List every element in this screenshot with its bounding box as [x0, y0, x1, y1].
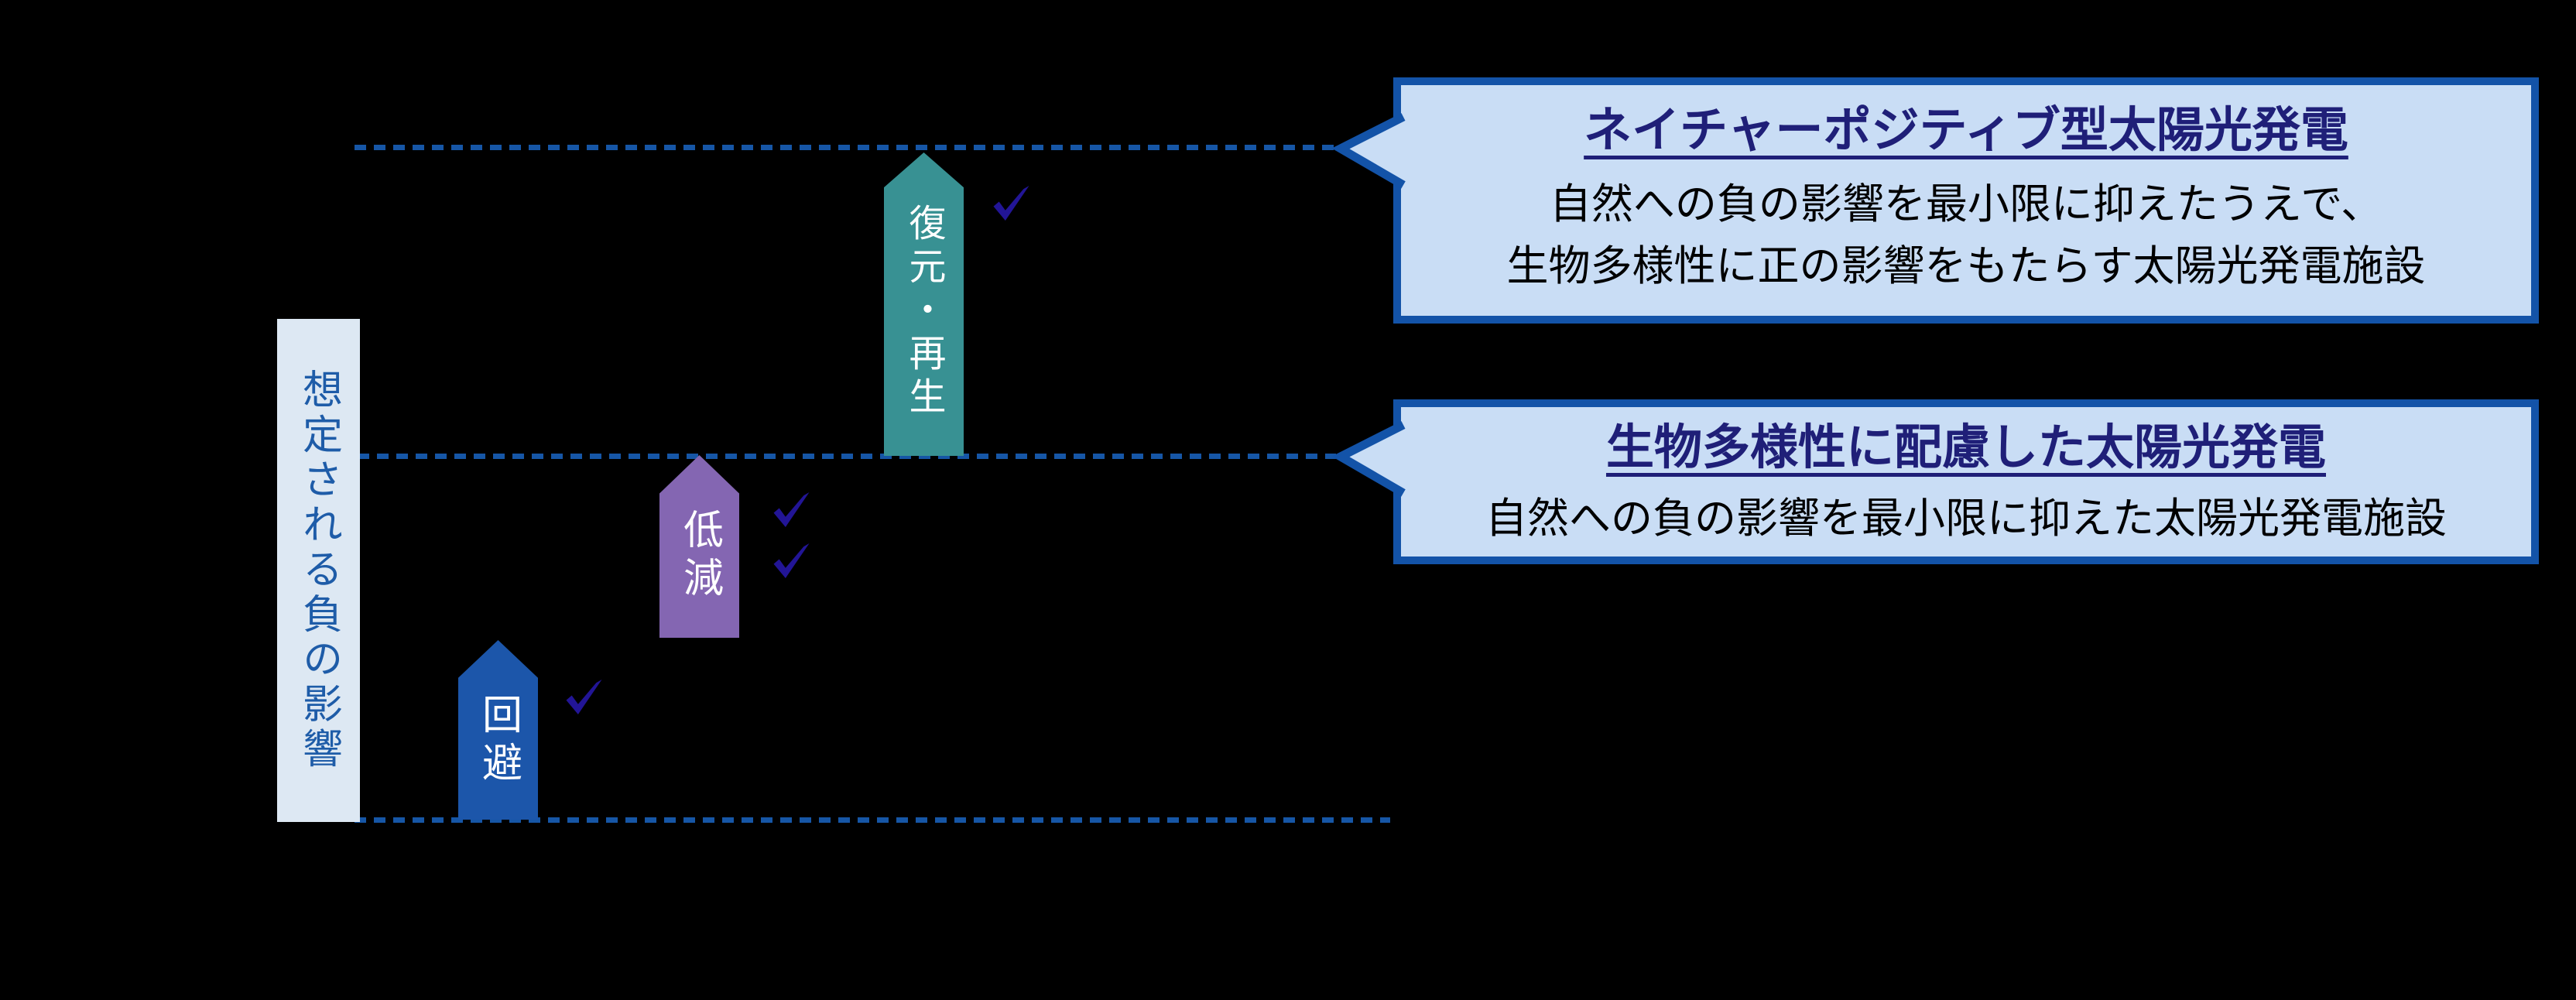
callout-biodiversity-title: 生物多様性に配慮した太陽光発電 [1605, 419, 2326, 475]
step-arrow-restore-label: 復元・再生 [902, 204, 946, 420]
callout-nature-positive-body: 自然への負の影響を最小限に抑えたうえで、 生物多様性に正の影響をもたらす太陽光発… [1401, 173, 2531, 297]
step-arrow-avoid: 回避 [458, 640, 538, 820]
step-arrow-reduce-label: 低減 [676, 509, 723, 604]
dashed-line-bottom [355, 817, 1390, 823]
callout-biodiversity-body-line1: 自然への負の影響を最小限に抑えた太陽光発電施設 [1485, 493, 2447, 543]
step-arrow-restore: 復元・再生 [884, 152, 964, 456]
callout-biodiversity-body: 自然への負の影響を最小限に抑えた太陽光発電施設 [1401, 488, 2531, 550]
checkmark-icon [773, 543, 810, 578]
callout-biodiversity: 生物多様性に配慮した太陽光発電 自然への負の影響を最小限に抑えた太陽光発電施設 [1393, 399, 2539, 564]
checkmark-icon [566, 680, 602, 714]
callout-nature-positive-title: ネイチャーポジティブ型太陽光発電 [1584, 101, 2348, 158]
callout-nature-positive-tail [1331, 113, 1406, 189]
callout-biodiversity-tail [1331, 421, 1406, 497]
impact-axis-label-box: 想定される負の影響 [277, 319, 360, 822]
step-arrow-avoid-label: 回避 [474, 693, 522, 789]
checkmark-icon [773, 492, 810, 527]
callout-nature-positive-body-line1: 自然への負の影響を最小限に抑えたうえで、 [1549, 179, 2383, 228]
callout-nature-positive: ネイチャーポジティブ型太陽光発電 自然への負の影響を最小限に抑えたうえで、 生物… [1393, 77, 2539, 324]
dashed-line-middle [358, 454, 1336, 459]
dashed-line-top [355, 145, 1336, 150]
impact-axis-label: 想定される負の影響 [295, 368, 342, 772]
step-arrow-reduce: 低減 [659, 455, 739, 638]
callout-nature-positive-body-line2: 生物多様性に正の影響をもたらす太陽光発電施設 [1506, 241, 2426, 290]
checkmark-icon [993, 186, 1029, 221]
